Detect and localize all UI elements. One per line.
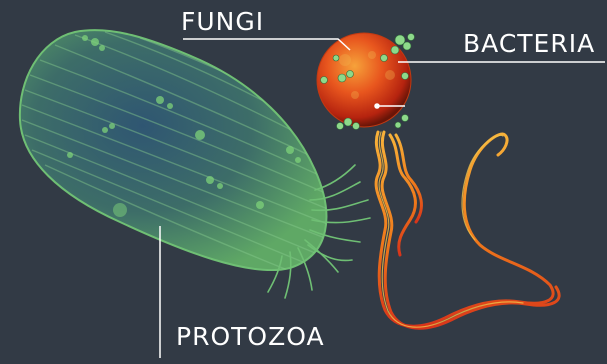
fungi-leader-line [183,39,350,50]
bacteria-label: BACTERIA [463,31,595,56]
protozoa-label: PROTOZOA [176,324,325,349]
fungi-organism [376,132,559,328]
fungi-label: FUNGI [181,9,264,34]
bacteria-organism [317,33,415,130]
protozoa-organism [20,30,370,298]
